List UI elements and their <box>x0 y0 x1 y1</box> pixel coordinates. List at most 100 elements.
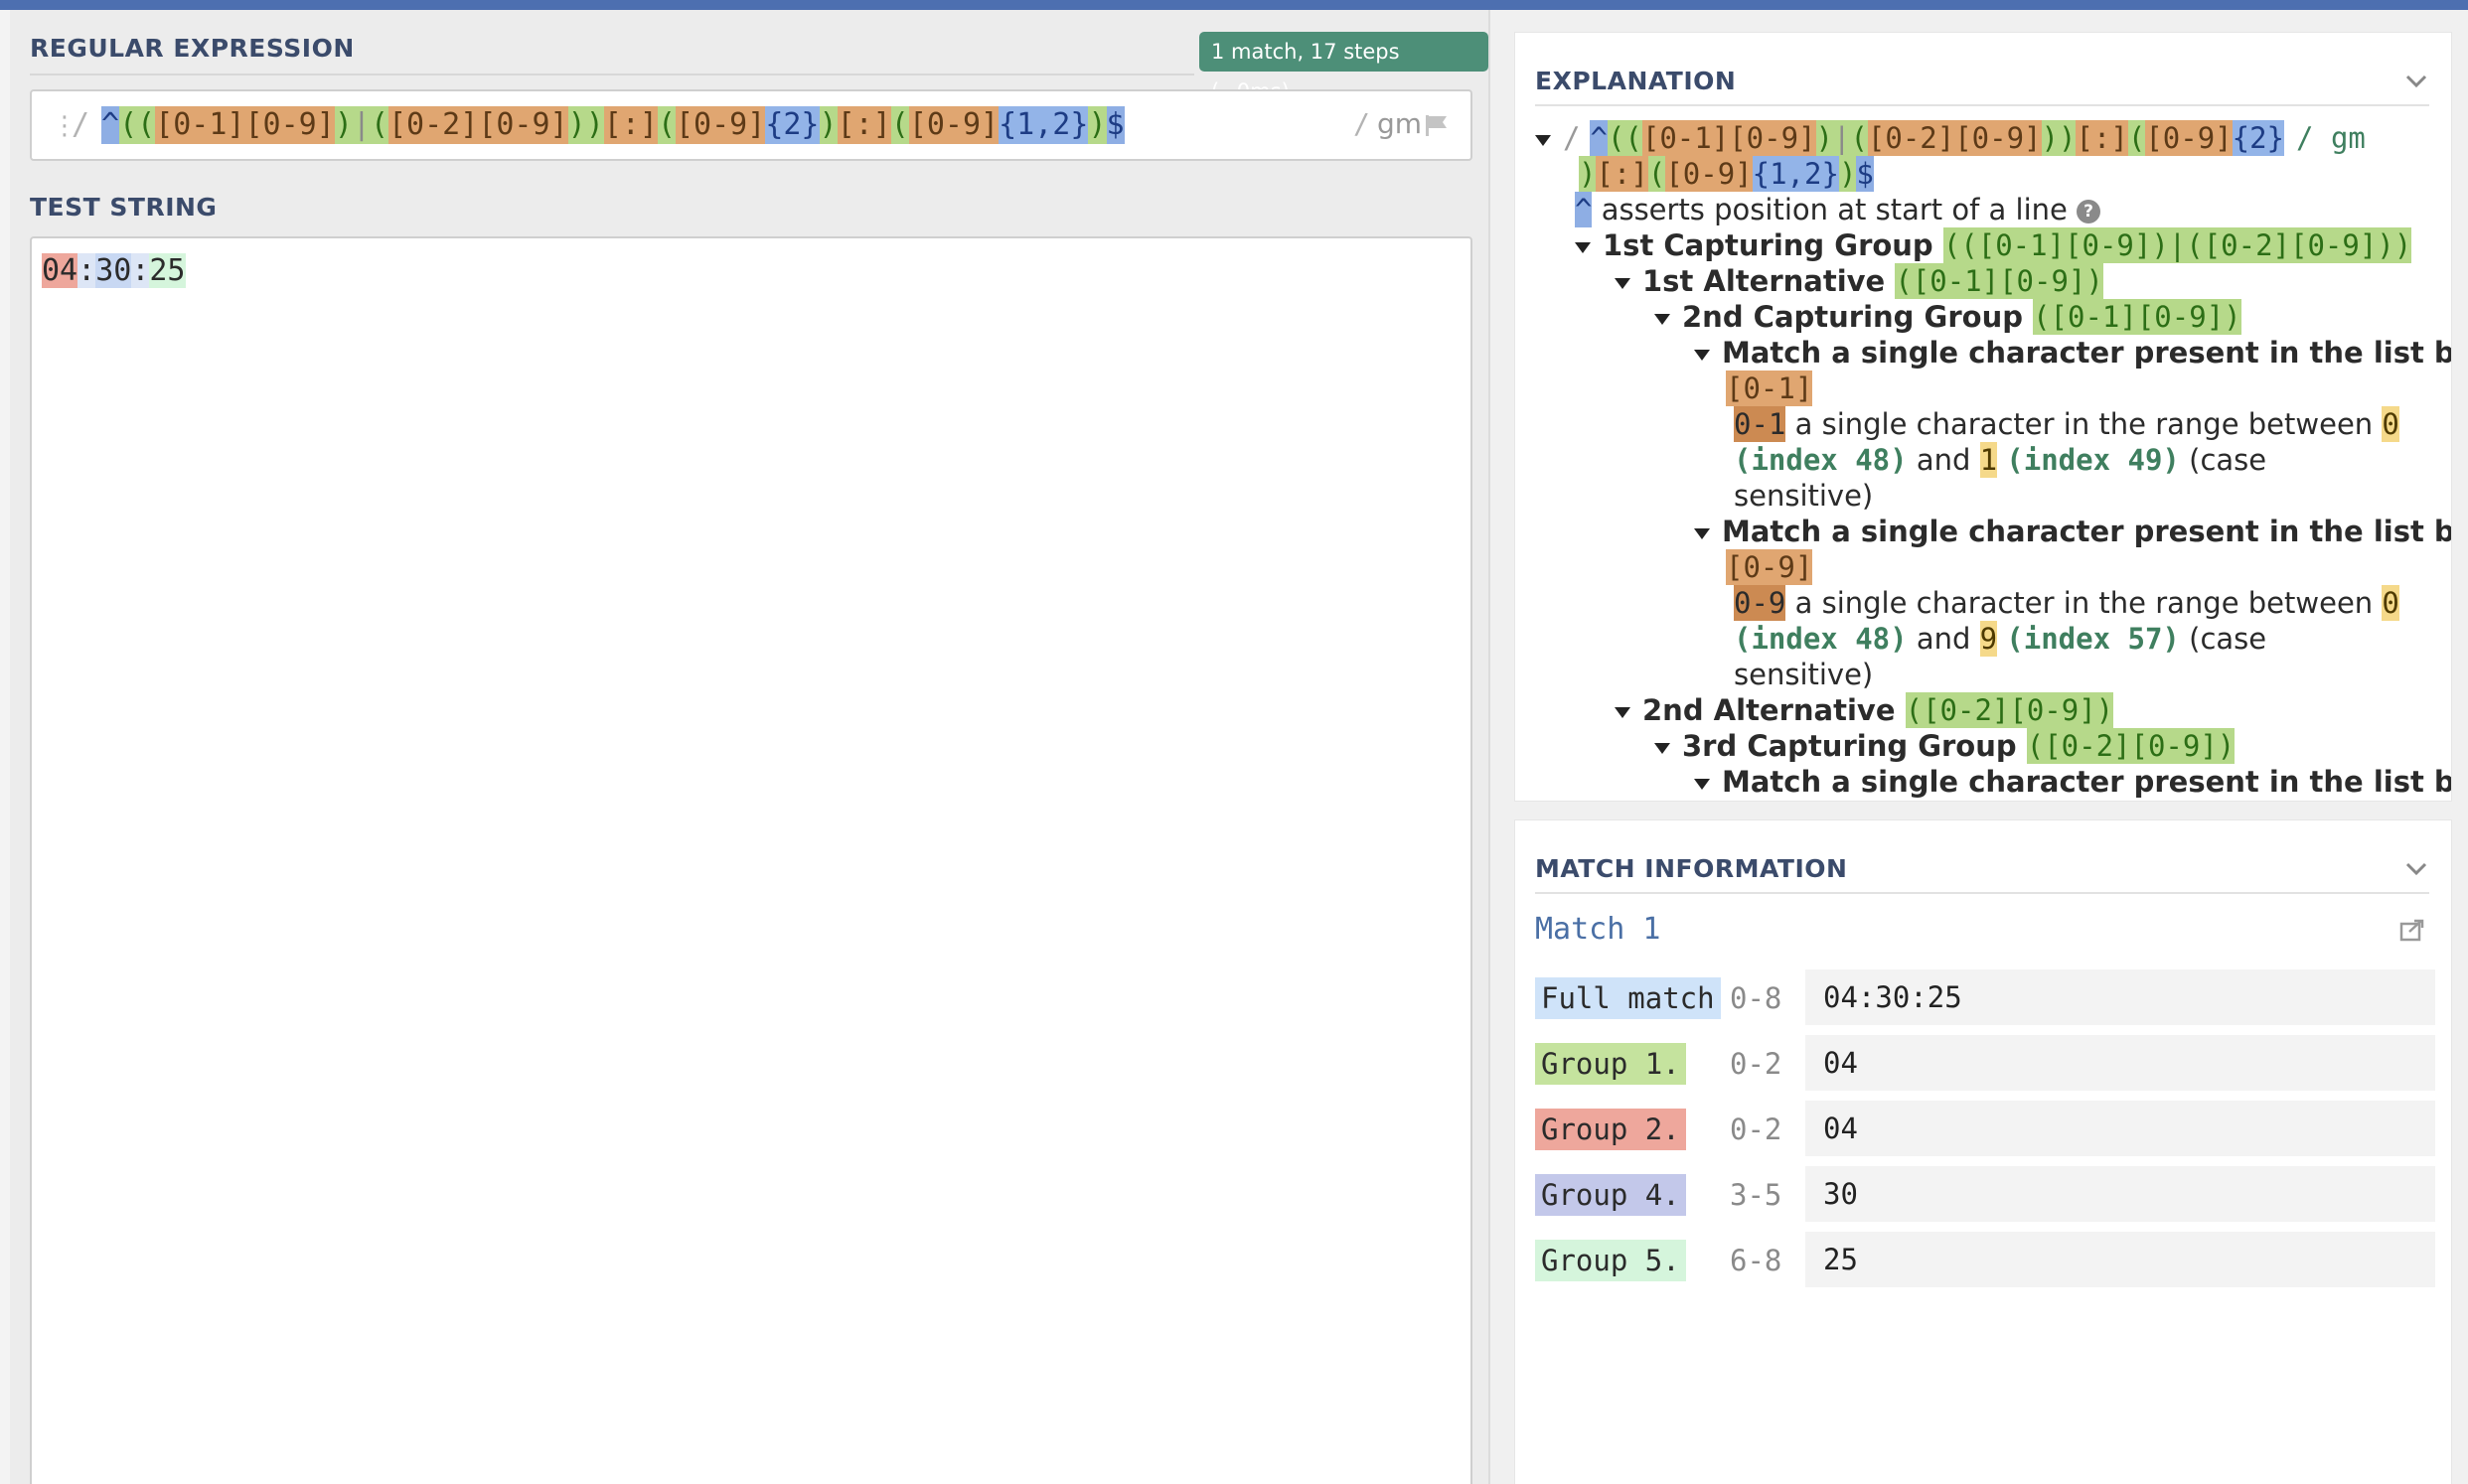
explanation-card: EXPLANATION /^(([0-1][0-9])|([0-2][0-9])… <box>1514 32 2452 802</box>
editor-panel: REGULAR EXPRESSION 1 match, 17 steps (~0… <box>10 10 1490 1484</box>
match-row-group5: Group 5. 6-8 25 <box>1535 1232 2435 1287</box>
regex-flags-button[interactable]: gm <box>1377 107 1423 140</box>
regex-pattern[interactable]: ^(([0-1][0-9])|([0-2][0-9]))[:]([0-9]{2}… <box>101 106 1125 144</box>
explanation-group2: 2nd Capturing Group ([0-1][0-9]) <box>1654 299 2241 335</box>
regex-token-class: [:] <box>603 106 658 144</box>
match-row-group2: Group 2. 0-2 04 <box>1535 1101 2435 1156</box>
regex-section-title: REGULAR EXPRESSION <box>30 34 355 63</box>
explanation-match-list-1: Match a single character present in the … <box>1694 335 2451 371</box>
collapse-triangle-icon[interactable] <box>1694 778 1710 790</box>
divider <box>30 74 1194 75</box>
match-row-group1: Group 1. 0-2 04 <box>1535 1035 2435 1091</box>
match-row-label: Group 2. <box>1535 1109 1686 1150</box>
regex-input[interactable]: ⋮ / ^(([0-1][0-9])|([0-2][0-9]))[:]([0-9… <box>30 89 1472 161</box>
regex-token-alternation: | <box>352 106 371 144</box>
test-string-input[interactable]: 04:30:25 <box>30 236 1472 1484</box>
explanation-class2: [0-9] <box>1726 549 1813 585</box>
test-match-group2: 04 <box>42 253 78 288</box>
match-row-label: Group 4. <box>1535 1174 1686 1216</box>
test-match-separator: : <box>131 253 150 288</box>
collapse-triangle-icon[interactable] <box>1654 313 1670 325</box>
chevron-down-icon[interactable] <box>2405 74 2427 88</box>
test-match-separator: : <box>77 253 96 288</box>
explanation-match-list-3: Match a single character present in the … <box>1694 764 2451 800</box>
collapse-triangle-icon[interactable] <box>1694 527 1710 539</box>
regex-token-anchor: $ <box>1106 106 1125 144</box>
regex-token-anchor: ^ <box>101 106 120 144</box>
explanation-alt2: 2nd Alternative ([0-2][0-9]) <box>1615 692 2114 728</box>
explanation-title: EXPLANATION <box>1535 67 1737 95</box>
regex-token-class: [0-9] <box>478 106 568 144</box>
regex-token-paren: ) <box>585 106 604 144</box>
divider <box>1535 892 2429 894</box>
regex-token-paren: ( <box>657 106 676 144</box>
match-row-range: 3-5 <box>1730 1178 1782 1212</box>
regex-token-quantifier: {2} <box>765 106 820 144</box>
explanation-range1-index: (index 48) and 1 (index 49) (case <box>1734 442 2267 478</box>
regex-token-class: [0-1] <box>155 106 245 144</box>
regex-token-class: [0-9] <box>244 106 335 144</box>
match-row-range: 6-8 <box>1730 1244 1782 1277</box>
match-row-group4: Group 4. 3-5 30 <box>1535 1166 2435 1222</box>
match-row-range: 0-2 <box>1730 1113 1782 1146</box>
test-string-text[interactable]: 04:30:25 <box>42 252 186 290</box>
regex-token-quantifier: {1,2} <box>999 106 1089 144</box>
regex-token-paren: ) <box>334 106 353 144</box>
collapse-triangle-icon[interactable] <box>1535 134 1551 146</box>
flag-icon[interactable] <box>1423 113 1451 137</box>
explanation-regex-line1: /^(([0-1][0-9])|([0-2][0-9]))[:]([0-9]{2… <box>1535 120 2366 156</box>
explanation-class1: [0-1] <box>1726 371 1813 406</box>
divider <box>1535 104 2429 106</box>
regex-token-paren: ( <box>119 106 138 144</box>
regex-token-paren: ) <box>1088 106 1107 144</box>
match-row-value[interactable]: 04:30:25 <box>1805 969 2435 1025</box>
match-row-value[interactable]: 04 <box>1805 1101 2435 1156</box>
explanation-range1-case: sensitive) <box>1734 479 1874 513</box>
share-icon[interactable] <box>2399 918 2425 942</box>
explanation-anchor: ^ asserts position at start of a line ? <box>1575 192 2101 227</box>
match-row-range: 0-2 <box>1730 1047 1782 1081</box>
regex-token-paren: ) <box>819 106 838 144</box>
collapse-triangle-icon[interactable] <box>1615 277 1630 289</box>
sidebar-panel: EXPLANATION /^(([0-1][0-9])|([0-2][0-9])… <box>1490 10 2468 1484</box>
match-row-range: 0-8 <box>1730 981 1782 1015</box>
explanation-range1: 0-1 a single character in the range betw… <box>1734 406 2399 442</box>
regex-token-paren: ) <box>567 106 586 144</box>
explanation-range2-case: sensitive) <box>1734 658 1874 691</box>
regex-token-class: [0-2] <box>388 106 479 144</box>
test-string-title: TEST STRING <box>30 193 218 222</box>
collapse-triangle-icon[interactable] <box>1575 241 1591 253</box>
explanation-range2-index: (index 48) and 9 (index 57) (case <box>1734 621 2267 657</box>
match-row-label: Group 5. <box>1535 1240 1686 1281</box>
collapse-triangle-icon[interactable] <box>1615 706 1630 718</box>
test-match-group4: 30 <box>95 253 132 288</box>
chevron-down-icon[interactable] <box>2405 862 2427 876</box>
regex-token-paren: ( <box>890 106 909 144</box>
match-information-card: MATCH INFORMATION Match 1 Full match 0-8… <box>1514 819 2452 1484</box>
match-row-value[interactable]: 30 <box>1805 1166 2435 1222</box>
regex-token-paren: ( <box>370 106 388 144</box>
explanation-range2: 0-9 a single character in the range betw… <box>1734 585 2399 621</box>
match-label: Match 1 <box>1535 912 1661 947</box>
help-icon[interactable]: ? <box>2077 200 2101 223</box>
regex-token-paren: ( <box>137 106 156 144</box>
collapse-triangle-icon[interactable] <box>1694 349 1710 361</box>
anchor-token: ^ <box>1575 192 1593 227</box>
explanation-group3: 3rd Capturing Group ([0-2][0-9]) <box>1654 728 2236 764</box>
match-row-full: Full match 0-8 04:30:25 <box>1535 969 2435 1025</box>
drag-handle-icon[interactable]: ⋮ <box>52 111 77 141</box>
regex-token-class: [0-9] <box>676 106 766 144</box>
regex-token-class: [0-9] <box>908 106 1000 144</box>
match-info-title: MATCH INFORMATION <box>1535 854 1848 883</box>
regex-token-class: [:] <box>837 106 891 144</box>
match-row-value[interactable]: 04 <box>1805 1035 2435 1091</box>
explanation-match-list-2: Match a single character present in the … <box>1694 514 2451 549</box>
regex-delimiter-open: / <box>72 107 90 142</box>
regex-delimiter-close: / <box>1353 107 1370 140</box>
explanation-alt1: 1st Alternative ([0-1][0-9]) <box>1615 263 2103 299</box>
match-row-label: Full match <box>1535 977 1721 1019</box>
match-row-value[interactable]: 25 <box>1805 1232 2435 1287</box>
test-match-group5: 25 <box>149 253 186 288</box>
match-row-label: Group 1. <box>1535 1043 1686 1085</box>
collapse-triangle-icon[interactable] <box>1654 742 1670 754</box>
